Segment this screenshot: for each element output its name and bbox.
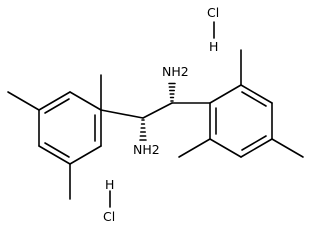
aryl-bond-left xyxy=(100,109,144,119)
bond xyxy=(38,91,71,111)
double-bond-inner xyxy=(44,142,70,158)
left-mesityl-ring xyxy=(7,74,102,200)
right-mesityl-ring xyxy=(178,49,304,158)
bond xyxy=(209,138,242,158)
bond xyxy=(240,84,273,104)
bond xyxy=(38,145,71,165)
hydrogen-label-bottom: H xyxy=(105,177,114,192)
double-bond-inner xyxy=(44,98,70,114)
methyl-bond xyxy=(178,138,211,158)
chlorine-label-bottom: Cl xyxy=(103,209,115,224)
bond xyxy=(69,91,102,111)
hashed-bond-bottom xyxy=(139,119,147,141)
hydrogen-label-top: H xyxy=(209,39,218,54)
bond xyxy=(240,138,273,158)
double-bond-inner xyxy=(241,135,267,151)
central-cc-bond xyxy=(142,102,173,119)
amine-label-bottom: NH2 xyxy=(133,142,160,157)
bond xyxy=(69,145,102,165)
amine-label-top: NH2 xyxy=(162,64,189,79)
methyl-bond xyxy=(7,91,40,111)
methyl-bond xyxy=(271,138,304,158)
double-bond-inner xyxy=(241,91,267,107)
ethane-backbone xyxy=(100,102,211,119)
chlorine-label-top: Cl xyxy=(207,5,219,20)
bond xyxy=(209,84,242,104)
hashed-bond-top xyxy=(168,82,176,102)
